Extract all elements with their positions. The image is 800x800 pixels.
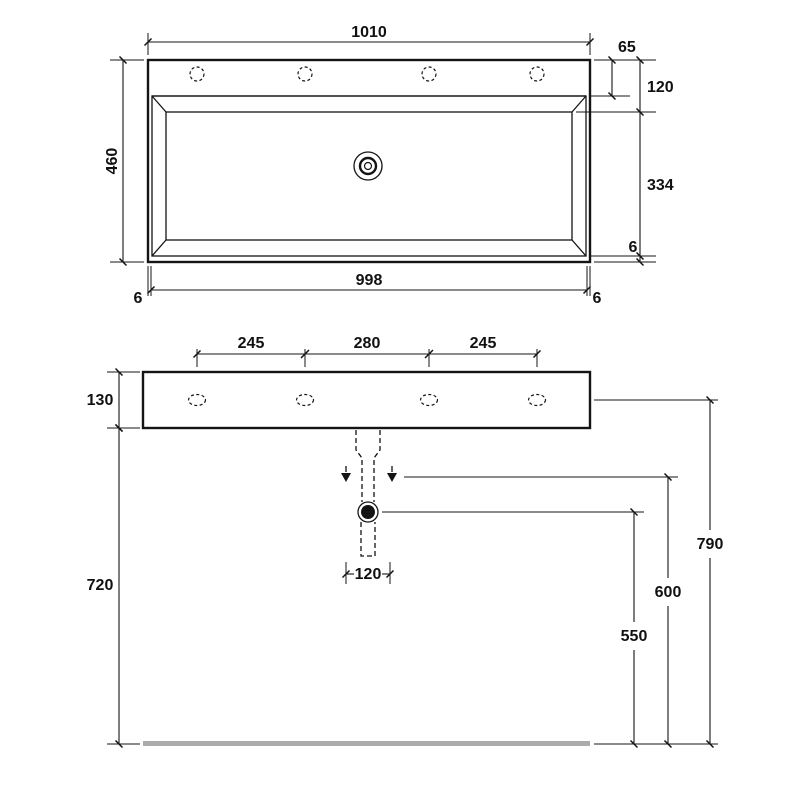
dim-depth-total: 460 [104, 55, 144, 267]
dim-apron-height: 130 [87, 367, 140, 433]
dim-right-depths: 65 120 334 6 [576, 39, 674, 267]
basin-bottom [165, 111, 573, 241]
drain-icon [353, 151, 383, 181]
basin-opening [151, 95, 587, 257]
basin-front-outline [141, 370, 592, 430]
tap-hole-icon [419, 393, 439, 407]
front-view [141, 370, 592, 746]
tap-hole-icon [295, 393, 315, 407]
dim-label-tap-pitch-center: 280 [354, 335, 381, 352]
dim-label-bottom-wall: 6 [629, 239, 638, 256]
dim-label-rim-to-basin: 120 [647, 79, 674, 96]
tap-hole-icon [421, 66, 437, 82]
tap-hole-icon [187, 393, 207, 407]
dim-label-right-wall: 6 [593, 290, 602, 307]
dim-label-inner-width: 998 [356, 272, 383, 289]
dim-label-drain-clearance: 120 [355, 566, 382, 583]
dim-label-basin-inner-depth: 334 [647, 177, 674, 194]
dim-label-waste-height: 550 [621, 628, 648, 645]
dim-label-rim-height: 790 [697, 536, 724, 553]
dim-tap-pitch: 245 280 245 [192, 335, 542, 367]
dim-label-deck-depth: 65 [618, 39, 636, 56]
dim-label-tap-pitch-left: 245 [238, 335, 265, 352]
dim-label-supply-height: 600 [655, 584, 682, 601]
supply-valve-left-icon [341, 466, 351, 482]
dim-label-depth-total: 460 [104, 148, 121, 175]
dim-width-total: 1010 [143, 24, 595, 55]
supply-valve-right-icon [387, 466, 397, 482]
tap-holes-top [189, 66, 545, 82]
dim-label-underside-height: 720 [87, 577, 114, 594]
dim-label-apron-height: 130 [87, 392, 114, 409]
basin-corner-bevels [151, 95, 587, 257]
dim-drain-clearance: 120 [341, 562, 395, 584]
tap-hole-icon [189, 66, 205, 82]
dim-label-left-wall: 6 [134, 290, 143, 307]
basin-top-outline [146, 58, 592, 264]
tap-hole-icon [527, 393, 547, 407]
top-view [146, 58, 592, 264]
dim-label-width-total: 1010 [351, 24, 387, 41]
waste-outlet-icon [357, 501, 379, 523]
dim-underside-height: 720 [87, 423, 140, 749]
dim-label-tap-pitch-right: 245 [470, 335, 497, 352]
waste-pipe [355, 430, 381, 557]
tap-hole-icon [297, 66, 313, 82]
tap-holes-front [187, 393, 547, 407]
floor-line [143, 741, 590, 746]
tap-hole-icon [529, 66, 545, 82]
dim-width-inner: 998 6 6 [134, 266, 602, 307]
dim-right-heights: 790 600 550 [382, 395, 724, 749]
